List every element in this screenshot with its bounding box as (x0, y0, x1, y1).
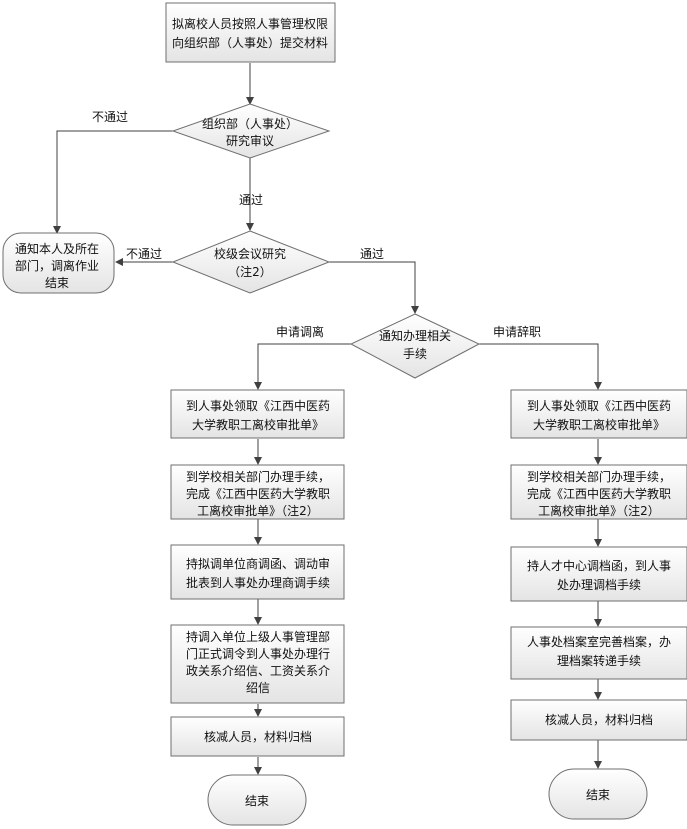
resign-step-2-line-2: 完成《江西中医药大学教职 (527, 486, 671, 501)
label-reject-left: 不通过 (126, 247, 162, 261)
resign-step-3-line-1: 持人才中心调档函，到人事 (527, 558, 671, 573)
start-box-line-2: 向组织部（人事处）提交材料 (172, 35, 328, 50)
notify-person-line-2: 部门，调离作业 (15, 258, 99, 273)
transfer-step-3-line-2: 批表到人事处办理商调手续 (186, 575, 330, 590)
end-resign-label: 结束 (586, 788, 610, 802)
resign-step-4-line-1: 人事处档案室完善档案，办 (527, 634, 671, 649)
end-transfer-label: 结束 (245, 794, 269, 808)
transfer-step-3-line-1: 持拟调单位商调函、调动审 (186, 556, 330, 571)
transfer-step-3: 持拟调单位商调函、调动审 批表到人事处办理商调手续 (170, 544, 345, 600)
notify-diamond-line-1: 通知办理相关 (379, 328, 451, 343)
start-box-line-1: 拟离校人员按照人事管理权限 (172, 16, 328, 31)
transfer-step-4-line-4: 绍信 (246, 681, 270, 695)
transfer-step-4-line-2: 门正式调令到人事处办理行 (186, 646, 330, 661)
transfer-step-1: 到人事处领取《江西中医药 大学教职工离校审批单》 (170, 389, 345, 439)
resign-step-5: 核减人员，材料归档 (510, 699, 687, 741)
start-box: 拟离校人员按照人事管理权限 向组织部（人事处）提交材料 (165, 2, 336, 63)
label-transfer-branch: 申请调离 (276, 324, 324, 339)
resign-step-2: 到学校相关部门办理手续， 完成《江西中医药大学教职 工离校审批单》（注2） (510, 464, 687, 520)
label-pass-right: 通过 (360, 247, 384, 261)
review-diamond-line-2: 研究审议 (226, 133, 274, 148)
connectors (53, 63, 602, 775)
label-pass-mid: 通过 (239, 193, 263, 207)
notify-person-box: 通知本人及所在 部门，调离作业 结束 (2, 232, 115, 294)
transfer-step-4-line-1: 持调入单位上级人事管理部 (186, 629, 330, 644)
school-meeting-line-2: （注2） (228, 264, 272, 279)
end-transfer: 结束 (207, 774, 307, 826)
transfer-step-4-line-3: 政关系介绍信、工资关系介 (186, 664, 330, 678)
transfer-step-1-line-2: 大学教职工离校审批单》 (192, 417, 324, 432)
transfer-step-2-line-3: 工离校审批单》（注2） (197, 503, 319, 518)
school-meeting-diamond: 校级会议研究 （注2） (171, 230, 331, 294)
resign-step-3-line-2: 处办理调档手续 (557, 577, 641, 592)
school-meeting-line-1: 校级会议研究 (214, 246, 286, 261)
notify-person-line-3: 结束 (45, 276, 69, 290)
resign-step-2-line-3: 工离校审批单》（注2） (538, 503, 660, 518)
label-reject-top: 不通过 (92, 110, 128, 124)
resign-step-4: 人事处档案室完善档案，办 理档案转递手续 (510, 626, 687, 680)
resign-step-4-line-2: 理档案转递手续 (557, 653, 641, 668)
notify-diamond-line-2: 手续 (403, 347, 427, 361)
label-resign-branch: 申请辞职 (493, 324, 541, 339)
transfer-step-2-line-2: 完成《江西中医药大学教职 (186, 486, 330, 501)
review-diamond: 组织部（人事处） 研究审议 (171, 103, 331, 159)
resign-step-3: 持人才中心调档函，到人事 处办理调档手续 (510, 546, 687, 602)
resign-step-1: 到人事处领取《江西中医药 大学教职工离校审批单》 (510, 389, 687, 439)
resign-step-5-line-1: 核减人员，材料归档 (545, 713, 653, 727)
notify-person-line-1: 通知本人及所在 (15, 242, 99, 256)
transfer-step-5-line-1: 核减人员，材料归档 (204, 730, 312, 744)
resign-step-1-line-2: 大学教职工离校审批单》 (533, 417, 665, 432)
resign-step-2-line-1: 到学校相关部门办理手续， (527, 469, 671, 484)
end-resign: 结束 (548, 768, 648, 820)
notify-diamond: 通知办理相关 手续 (349, 313, 481, 379)
review-diamond-line-1: 组织部（人事处） (202, 116, 298, 131)
transfer-step-4: 持调入单位上级人事管理部 门正式调令到人事处办理行 政关系介绍信、工资关系介 绍… (170, 624, 345, 704)
transfer-step-1-line-1: 到人事处领取《江西中医药 (186, 398, 330, 413)
transfer-step-2: 到学校相关部门办理手续， 完成《江西中医药大学教职 工离校审批单》（注2） (170, 464, 345, 520)
resign-step-1-line-1: 到人事处领取《江西中医药 (527, 398, 671, 413)
transfer-step-5: 核减人员，材料归档 (170, 716, 345, 757)
transfer-step-2-line-1: 到学校相关部门办理手续， (186, 469, 330, 484)
